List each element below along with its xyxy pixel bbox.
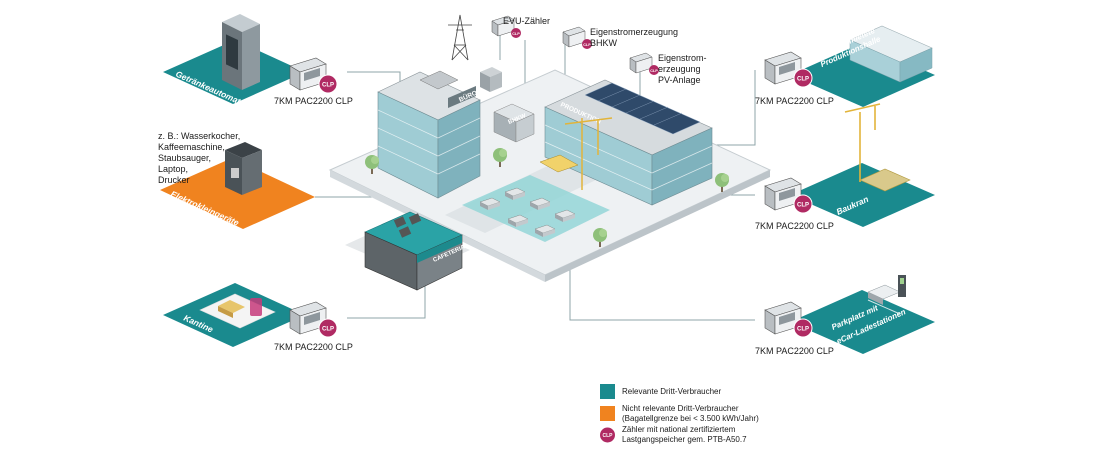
meter-baukran-icon (764, 177, 813, 214)
legend-relevant-text: Relevante Dritt-Verbraucher (622, 387, 722, 396)
meter-parkplatz-icon (764, 301, 813, 338)
meter-kantine-label: 7KM PAC2200 CLP (274, 342, 353, 352)
power-pylon-icon (448, 14, 472, 61)
zone-baukran (790, 103, 935, 227)
parking-lot (462, 175, 610, 242)
cafeteria-building (345, 211, 470, 291)
bhkw-callout-line2: BHKW (590, 38, 617, 48)
legend-not-relevant-swatch (600, 406, 615, 421)
elektro-note-3: Staubsauger, (158, 153, 212, 163)
zone-elektrokleingeraete (160, 142, 315, 229)
pv-callout-line1: Eigenstrom- (658, 53, 707, 63)
crane-icon (564, 117, 613, 190)
elektro-note-2: Kaffeemaschine, (158, 142, 225, 152)
meter-baukran-label: 7KM PAC2200 CLP (755, 221, 834, 231)
production-building (544, 79, 713, 206)
meter-getraenke-label: 7KM PAC2200 CLP (274, 96, 353, 106)
legend-clp-text: Zähler mit national zertifiziertem Lastg… (622, 425, 747, 444)
meter-parkplatz-label: 7KM PAC2200 CLP (755, 346, 834, 356)
transformer-icon (480, 67, 502, 92)
pv-callout-line2: erzeugung (658, 64, 701, 74)
meter-getraenke-icon (289, 57, 338, 94)
pv-callout-line3: PV-Anlage (658, 75, 701, 85)
excavator-icon (539, 154, 579, 173)
pv-meter-icon (629, 52, 660, 76)
evu-label: EVU-Zähler (503, 16, 551, 26)
legend-clp-icon (599, 426, 616, 444)
office-building (377, 70, 481, 199)
zone-produktionshalle (790, 25, 935, 107)
bhkw-meter-icon (562, 26, 593, 50)
meter-produktionshalle-label: 7KM PAC2200 CLP (755, 96, 834, 106)
zone-getraenkeautomat (163, 14, 305, 104)
legend-clp-icon-text: CLP (603, 433, 614, 439)
zone-parkplatz (790, 275, 935, 354)
elektro-note-4: Laptop, (158, 164, 189, 174)
bhkw-callout-line1: Eigenstromerzeugung (590, 27, 679, 37)
legend-relevant-swatch (600, 384, 615, 399)
zone-kantine (163, 283, 305, 347)
legend-not-relevant-text: Nicht relevante Dritt-Verbraucher (Bagat… (622, 404, 759, 423)
meter-produktionshalle-icon (764, 51, 813, 88)
bhkw-building (493, 103, 535, 143)
elektro-note-1: z. B.: Wasserkocher, (158, 131, 241, 141)
elektro-note-5: Drucker (158, 175, 190, 185)
meter-kantine-icon (289, 301, 338, 338)
